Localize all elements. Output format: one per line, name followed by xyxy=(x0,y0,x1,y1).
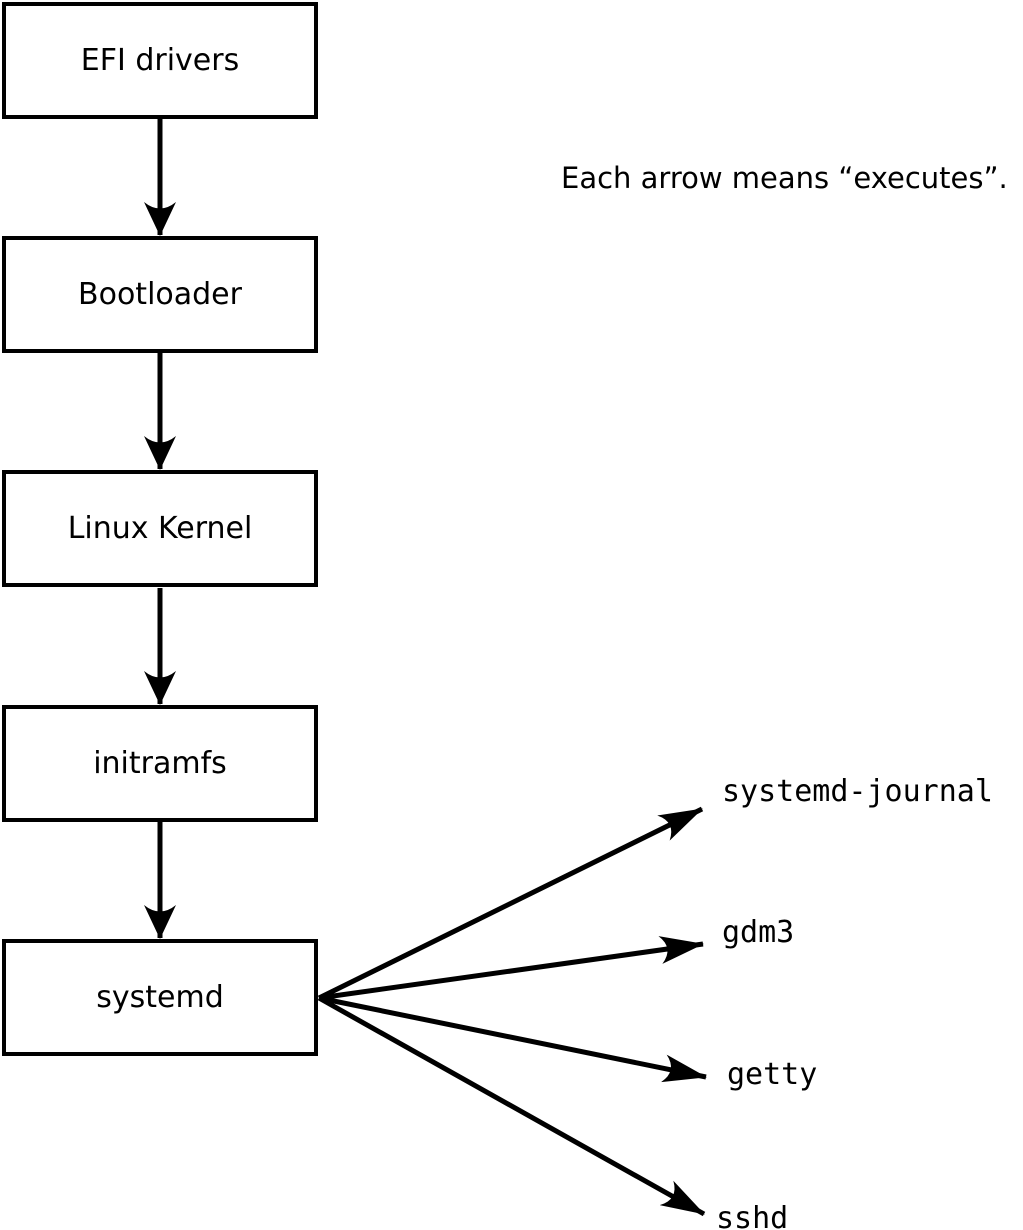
arrow-systemd-to-systemd-journal xyxy=(317,806,704,1001)
label-getty: getty xyxy=(727,1057,818,1092)
node-efi-drivers: EFI drivers xyxy=(2,2,318,119)
node-initramfs: initramfs xyxy=(2,705,318,822)
arrow-legend-note: Each arrow means “executes”. xyxy=(561,161,1008,195)
node-label: Linux Kernel xyxy=(67,511,253,546)
node-bootloader: Bootloader xyxy=(2,236,318,353)
node-linux-kernel: Linux Kernel xyxy=(2,470,318,587)
node-label: EFI drivers xyxy=(80,43,240,78)
arrow-systemd-to-sshd xyxy=(317,995,706,1217)
arrow-systemd-to-gdm3 xyxy=(318,936,704,1001)
label-gdm3: gdm3 xyxy=(722,915,795,950)
node-label: initramfs xyxy=(93,746,227,781)
node-label: systemd xyxy=(96,980,224,1015)
label-sshd: sshd xyxy=(716,1201,789,1230)
label-systemd-journal: systemd-journal xyxy=(722,774,993,809)
arrow-systemd-to-getty xyxy=(318,995,707,1083)
node-systemd: systemd xyxy=(2,939,318,1056)
node-label: Bootloader xyxy=(78,277,242,312)
